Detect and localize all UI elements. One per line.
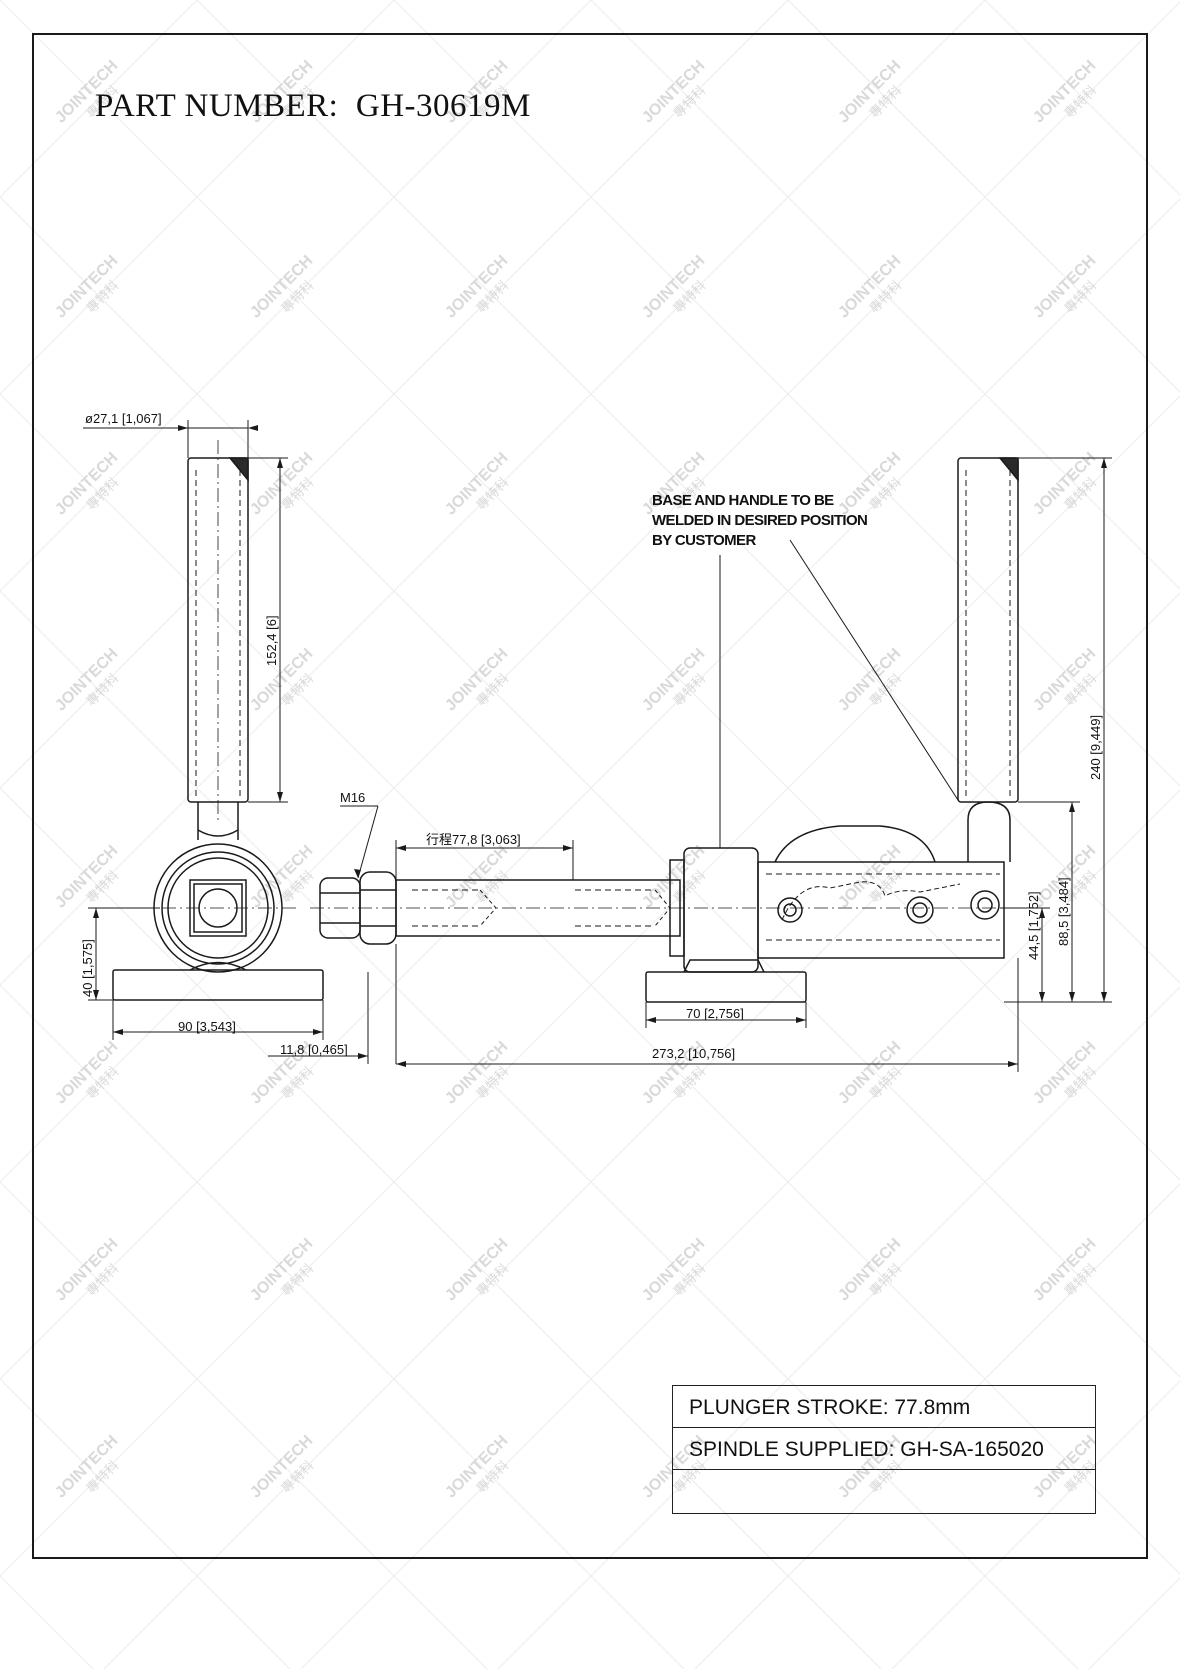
handle-neck xyxy=(967,801,1011,862)
dim-handle-length: 152,4 [6] xyxy=(264,615,279,666)
side-view-handle-knurl xyxy=(998,457,1019,483)
note-blank-row xyxy=(673,1470,1095,1513)
notes-table: PLUNGER STROKE: 77.8mm SPINDLE SUPPLIED:… xyxy=(672,1385,1096,1514)
dimension-lines xyxy=(83,420,1112,1072)
pivot-pin-3 xyxy=(970,890,1000,920)
part-number-value: GH-30619M xyxy=(355,88,531,124)
dim-thread: M16 xyxy=(340,790,365,805)
end-view-base xyxy=(112,969,324,1001)
internal-linkage xyxy=(781,881,961,921)
pivot-pin-1 xyxy=(777,897,803,923)
dim-stroke: 行程77,8 [3,063] xyxy=(426,832,521,847)
dim-base-width-right: 70 [2,756] xyxy=(686,1006,744,1021)
dim-overall-length: 273,2 [10,756] xyxy=(652,1046,735,1061)
part-number-label: PART NUMBER: xyxy=(95,88,339,124)
dim-height-left: 40 [1,575] xyxy=(80,939,95,997)
dimension-arrows xyxy=(93,425,1107,1067)
dim-overall-height: 240 [9,449] xyxy=(1088,715,1103,780)
callout-line-1: BASE AND HANDLE TO BE xyxy=(652,492,834,509)
end-view-handle-knurl xyxy=(228,457,249,483)
pivot-pin-2 xyxy=(906,896,934,924)
part-number-title: PART NUMBER: GH-30619M xyxy=(95,88,531,125)
clamp-housing xyxy=(757,861,1005,959)
dim-nut-offset: 11,8 [0,465] xyxy=(280,1042,348,1057)
callout-line-3: BY CUSTOMER xyxy=(652,532,756,549)
note-plunger-stroke: PLUNGER STROKE: 77.8mm xyxy=(673,1386,1095,1428)
dim-axis-height: 44,5 [1,752] xyxy=(1026,891,1041,960)
side-view-base xyxy=(645,971,807,1003)
end-view xyxy=(112,440,324,1001)
sheet-border xyxy=(32,33,1148,1559)
note-spindle-supplied: SPINDLE SUPPLIED: GH-SA-165020 xyxy=(673,1428,1095,1470)
side-view xyxy=(310,457,1019,1003)
dim-base-width-left: 90 [3,543] xyxy=(178,1019,236,1034)
housing-arch xyxy=(774,825,936,863)
dim-handle-diameter: ø27,1 [1,067] xyxy=(85,411,162,426)
callout-line-2: WELDED IN DESIRED POSITION xyxy=(652,512,867,529)
dim-body-height: 88,5 [3,484] xyxy=(1056,877,1071,946)
